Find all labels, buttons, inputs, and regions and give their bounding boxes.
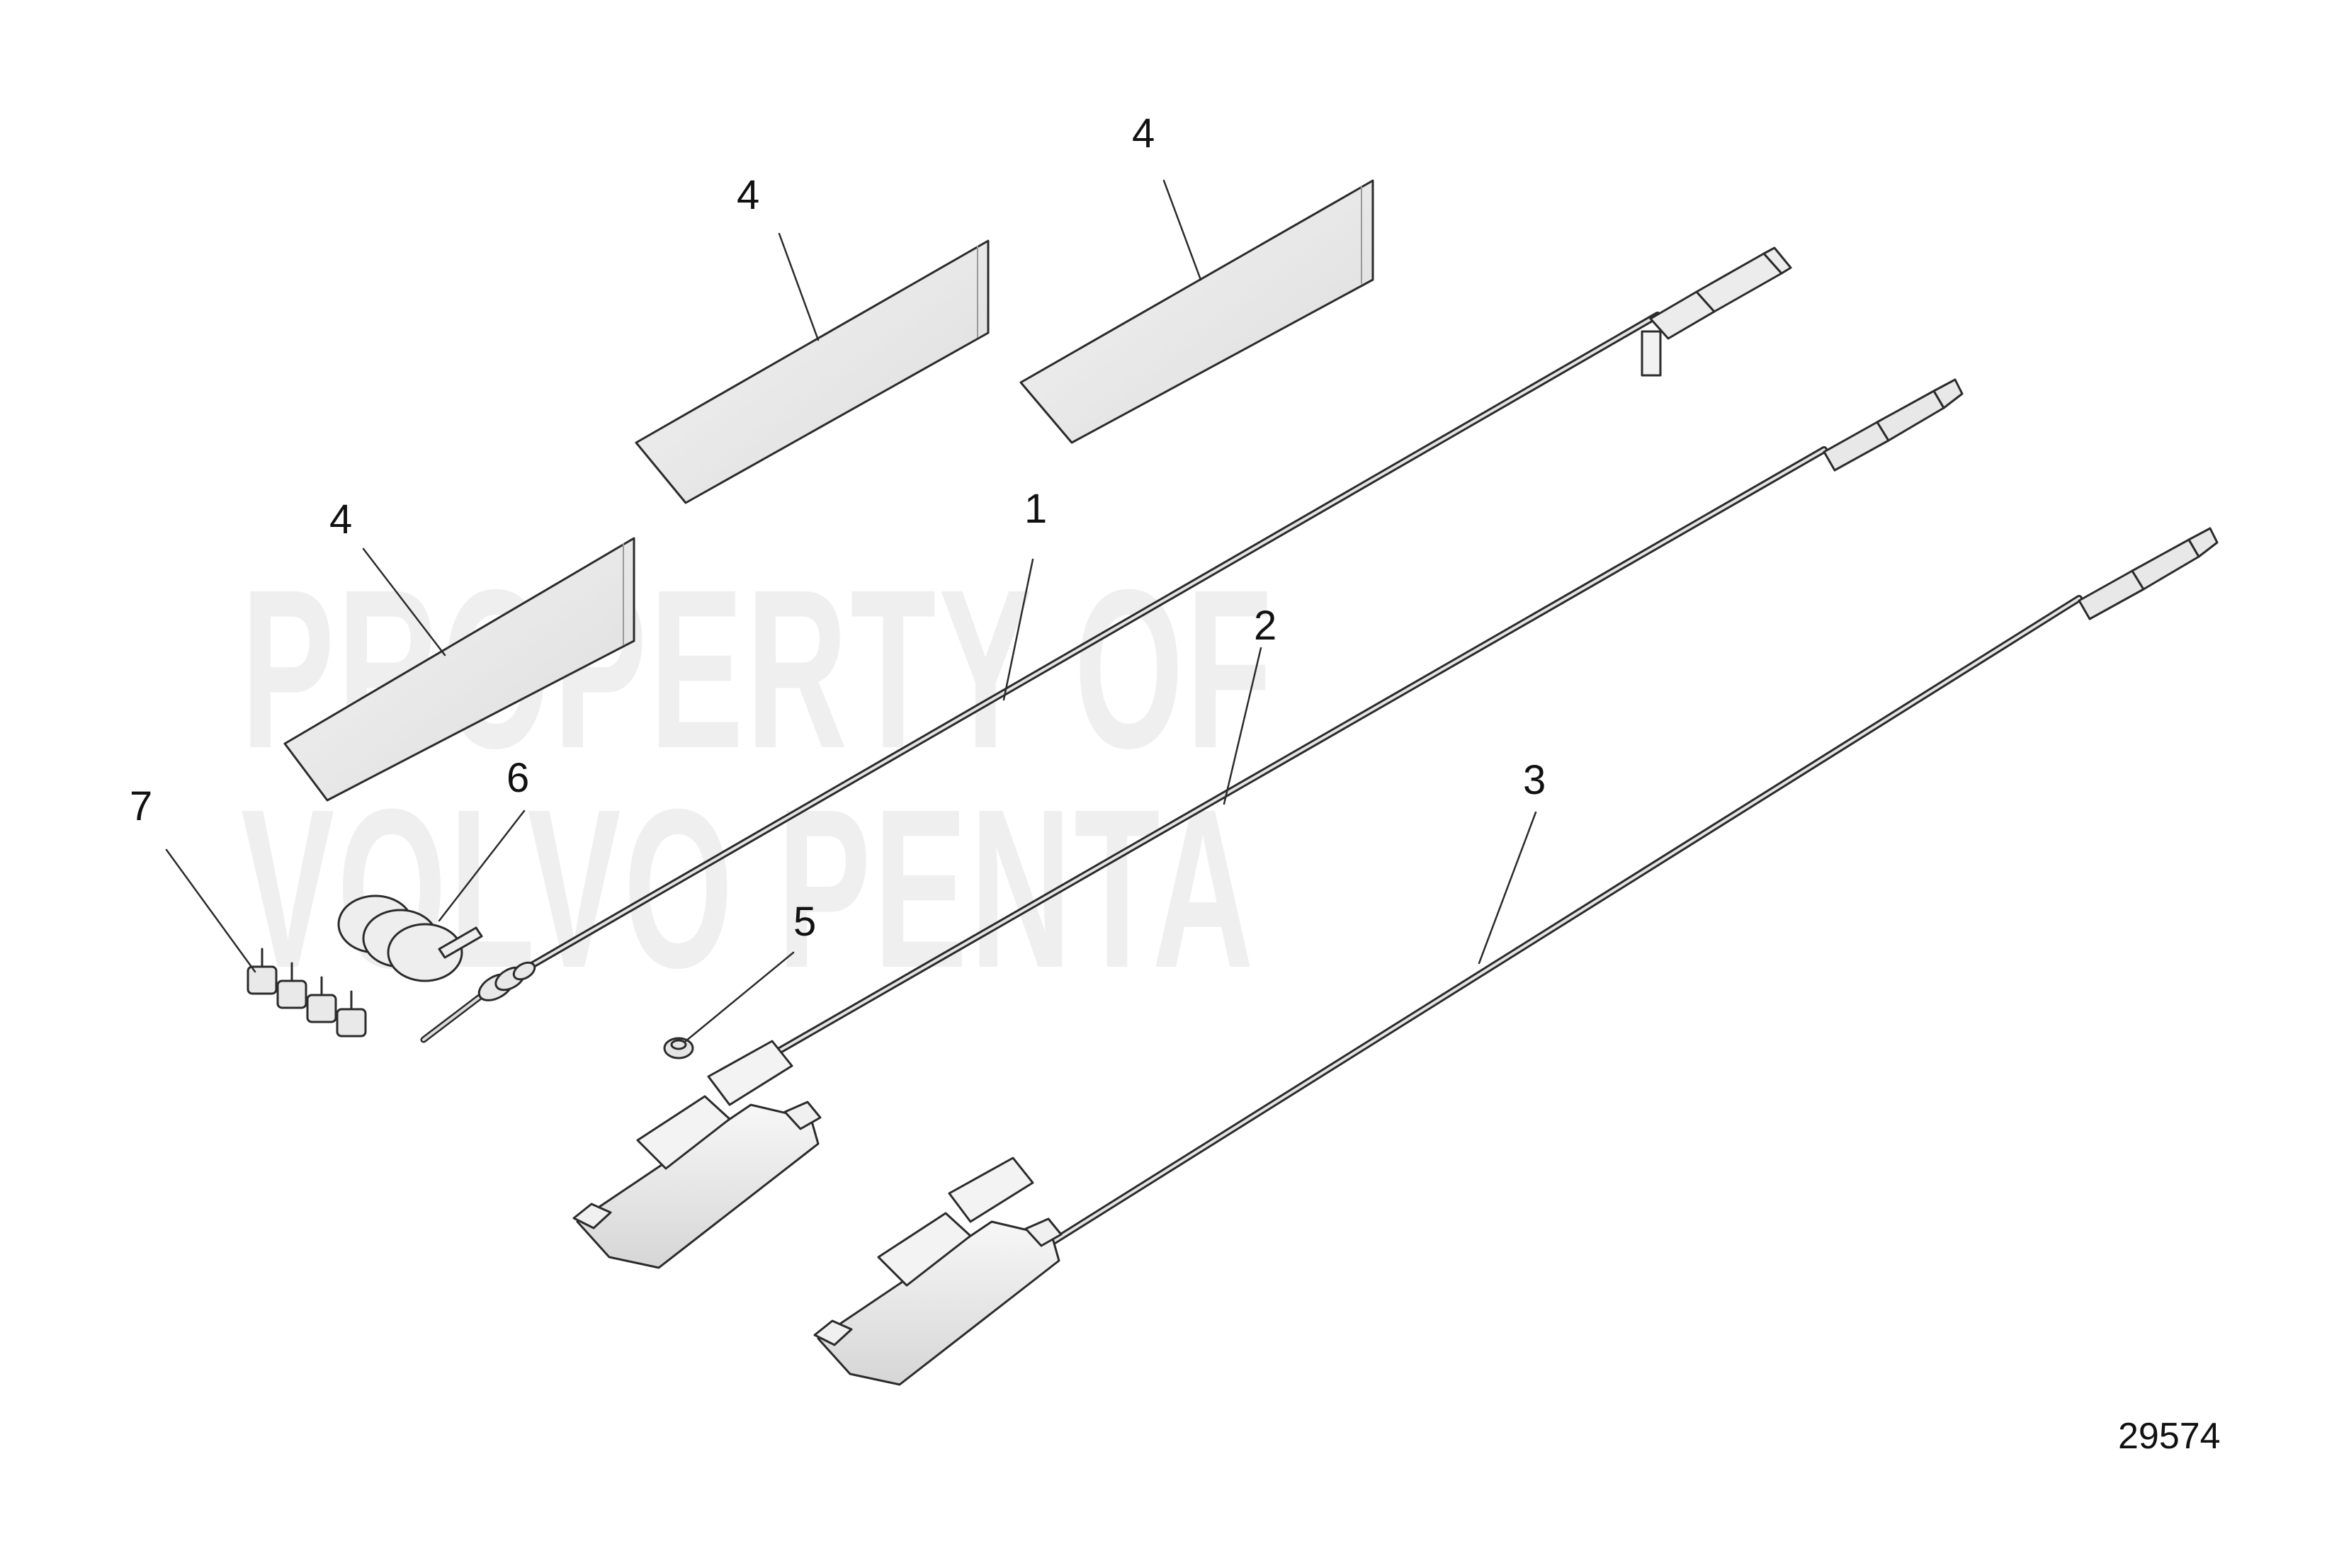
callout-7: 7: [130, 783, 153, 829]
nox-control-unit-upper: [572, 1040, 822, 1269]
figure-reference-number: 29574: [2118, 1416, 2221, 1457]
leader-5: [684, 951, 795, 1043]
callout-4-left: 4: [329, 496, 353, 542]
plugs-part7: [247, 948, 367, 1038]
callout-3: 3: [1523, 757, 1546, 803]
leader-7: [165, 848, 256, 973]
leader-3: [1478, 811, 1537, 965]
callout-1: 1: [1024, 486, 1048, 532]
callout-5: 5: [793, 899, 817, 945]
nox-sensor-lower: [813, 527, 2219, 1386]
nox-probe-upper: [1823, 378, 1964, 472]
nox-probe-lower: [2078, 527, 2219, 620]
leader-4b: [778, 232, 820, 341]
leader-lines: [165, 179, 1537, 1043]
leader-1: [1002, 558, 1034, 701]
label-plate-right: [1019, 179, 1374, 444]
cable-clamp-part6: [337, 894, 483, 982]
leader-4c: [1162, 179, 1202, 281]
temperature-sensor: [420, 246, 1792, 1043]
nox-control-unit-lower: [813, 1157, 1063, 1386]
nox-nut-part5: [663, 1037, 694, 1059]
leader-6: [438, 809, 526, 922]
callout-4-right: 4: [1132, 110, 1155, 157]
callout-2: 2: [1254, 603, 1277, 649]
leader-4a: [362, 547, 446, 657]
sensor-connector: [1641, 246, 1792, 377]
label-plate-left: [283, 537, 635, 802]
callout-6: 6: [506, 755, 530, 801]
nox-sensor-upper: [572, 378, 1964, 1269]
callout-4-middle: 4: [737, 172, 760, 218]
leader-2: [1223, 647, 1262, 805]
sensor-probe-fitting: [477, 961, 536, 1001]
label-plate-middle: [635, 239, 990, 504]
